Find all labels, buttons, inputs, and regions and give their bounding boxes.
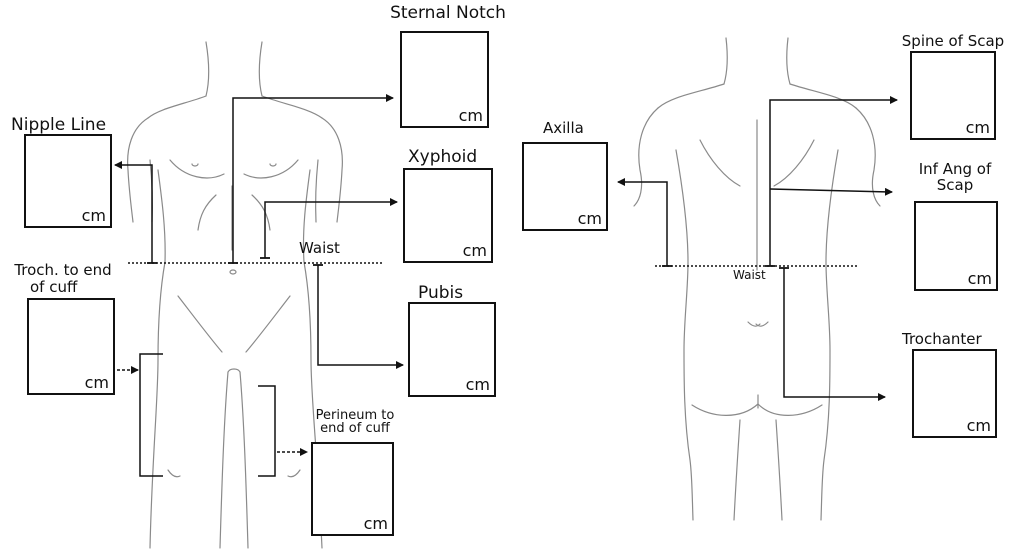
axilla-arrow <box>618 182 667 266</box>
inf-ang-scap-label-2: Scap <box>900 178 1010 193</box>
spine-of-scap-unit: cm <box>966 118 990 137</box>
trochanter-unit: cm <box>967 416 991 435</box>
trochanter-box[interactable]: cm <box>912 349 997 438</box>
troch-cuff-bracket <box>140 354 163 476</box>
spine-of-scap-box[interactable]: cm <box>910 51 996 140</box>
nipple-line-unit: cm <box>82 206 106 225</box>
nipple-line-label: Nipple Line <box>11 117 106 134</box>
pubis-label: Pubis <box>418 285 463 302</box>
trochanter-label: Trochanter <box>902 332 982 347</box>
pubis-box[interactable]: cm <box>408 302 496 397</box>
troch-cuff-label-2: of cuff <box>30 280 77 295</box>
axilla-label: Axilla <box>543 121 584 136</box>
troch-cuff-box[interactable]: cm <box>27 298 115 395</box>
nipple-line-box[interactable]: cm <box>24 134 112 228</box>
inf-ang-scap-label-1: Inf Ang of <box>900 162 1010 177</box>
sternal-notch-label: Sternal Notch <box>378 5 518 22</box>
back-waist-label: Waist <box>733 269 766 281</box>
perineum-cuff-label-2: end of cuff <box>295 422 415 435</box>
axilla-box[interactable]: cm <box>522 142 608 231</box>
troch-cuff-unit: cm <box>85 373 109 392</box>
inf-ang-scap-box[interactable]: cm <box>914 201 998 291</box>
trochanter-arrow <box>784 268 885 397</box>
xyphoid-box[interactable]: cm <box>403 168 493 263</box>
front-waist-label: Waist <box>299 241 340 256</box>
sternal-notch-box[interactable]: cm <box>400 31 489 128</box>
perineum-cuff-bracket <box>258 386 275 476</box>
inf-ang-scap-unit: cm <box>968 269 992 288</box>
pubis-unit: cm <box>466 375 490 394</box>
perineum-cuff-box[interactable]: cm <box>311 442 394 536</box>
nipple-line-arrow <box>115 165 152 263</box>
perineum-cuff-unit: cm <box>364 514 388 533</box>
sternal-notch-unit: cm <box>459 106 483 125</box>
troch-cuff-label-1: Troch. to end <box>8 263 118 278</box>
xyphoid-unit: cm <box>463 241 487 260</box>
pubis-arrow <box>318 265 403 365</box>
xyphoid-label: Xyphoid <box>408 149 477 166</box>
spine-of-scap-label: Spine of Scap <box>885 34 1021 49</box>
spine-of-scap-arrow <box>770 100 897 266</box>
axilla-unit: cm <box>578 209 602 228</box>
